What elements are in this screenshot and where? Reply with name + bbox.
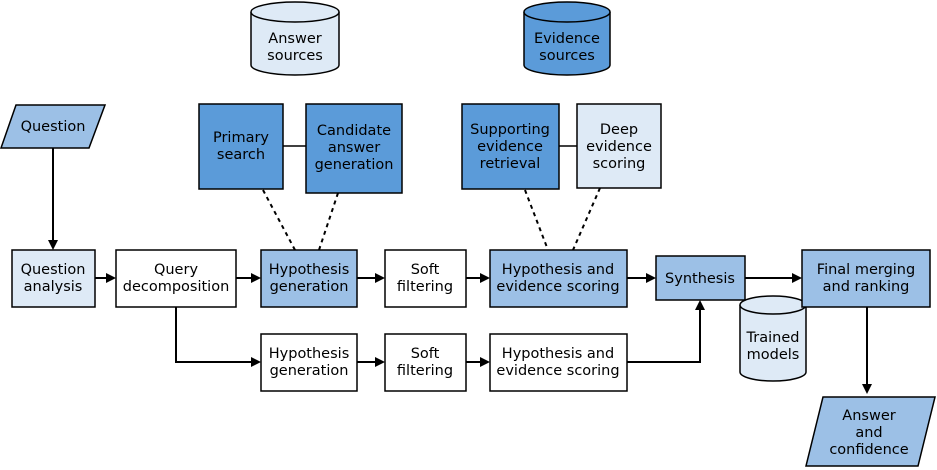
dashed-link-supporting	[524, 189, 549, 251]
primary-search-label-1: Primary	[213, 130, 269, 146]
hypothesis-generation-top-box: Hypothesis generation	[260, 249, 358, 308]
final-merging-ranking-label-2: and ranking	[823, 279, 910, 295]
soft-filtering-top-label-1: Soft	[411, 262, 440, 278]
deep-evidence-scoring-box: Deep evidence scoring	[576, 103, 662, 189]
primary-search-label-2: search	[217, 147, 265, 163]
final-merging-ranking-label-1: Final merging	[817, 262, 915, 278]
supporting-evidence-retrieval-label-3: retrieval	[480, 156, 541, 172]
candidate-answer-generation-label-2: answer	[328, 140, 380, 156]
candidate-answer-generation-label-3: generation	[315, 157, 394, 173]
supporting-evidence-retrieval-box: Supporting evidence retrieval	[461, 103, 560, 190]
question-analysis-box: Question analysis	[11, 249, 96, 308]
hypothesis-generation-top-label-2: generation	[270, 279, 349, 295]
soft-filtering-bottom-box: Soft filtering	[384, 333, 467, 392]
trained-models-label-2: models	[747, 347, 800, 363]
deep-evidence-scoring-label-1: Deep	[600, 122, 638, 138]
question-input: Question	[0, 104, 107, 149]
answer-confidence-label-1: Answer	[842, 408, 895, 424]
final-merging-ranking-box: Final merging and ranking	[801, 249, 931, 308]
question-analysis-label-1: Question	[21, 262, 86, 278]
question-input-label: Question	[21, 119, 86, 135]
trained-models-cylinder: Trained models	[739, 295, 807, 382]
soft-filtering-bottom-label-2: filtering	[397, 363, 453, 379]
query-decomposition-box: Query decomposition	[115, 249, 237, 308]
candidate-answer-generation-box: Candidate answer generation	[305, 103, 403, 194]
hypothesis-evidence-scoring-top-label-2: evidence scoring	[496, 279, 619, 295]
hypothesis-generation-bottom-label-2: generation	[270, 363, 349, 379]
deep-evidence-scoring-label-2: evidence	[586, 139, 652, 155]
answer-sources-cylinder: Answer sources	[250, 1, 340, 76]
soft-filtering-bottom-label-1: Soft	[411, 346, 440, 362]
evidence-sources-cylinder: Evidence sources	[523, 1, 611, 76]
trained-models-label-1: Trained	[746, 330, 800, 346]
dashed-link-candidate	[318, 192, 339, 251]
dashed-link-deep	[572, 187, 601, 251]
query-decomposition-label-1: Query	[154, 262, 198, 278]
connectors	[48, 145, 872, 394]
hypothesis-generation-bottom-box: Hypothesis generation	[260, 333, 358, 392]
soft-filtering-top-label-2: filtering	[397, 279, 453, 295]
question-analysis-label-2: analysis	[24, 279, 83, 295]
hypothesis-evidence-scoring-bottom-label-1: Hypothesis and	[502, 346, 614, 362]
answer-confidence-label-3: confidence	[829, 442, 908, 458]
synthesis-box: Synthesis	[655, 255, 746, 301]
query-decomposition-label-2: decomposition	[123, 279, 230, 295]
supporting-evidence-retrieval-label-1: Supporting	[470, 122, 550, 138]
hypothesis-generation-top-label-1: Hypothesis	[269, 262, 350, 278]
hypothesis-evidence-scoring-top-label-1: Hypothesis and	[502, 262, 614, 278]
evidence-sources-label-2: sources	[539, 48, 595, 64]
candidate-answer-generation-label-1: Candidate	[317, 123, 391, 139]
edge-scoring-bottom-to-synthesis	[627, 300, 705, 363]
hypothesis-evidence-scoring-top-box: Hypothesis and evidence scoring	[489, 249, 628, 308]
answer-confidence-output: Answer and confidence	[805, 396, 936, 467]
edge-decomposition-to-hypothesis-bottom	[175, 307, 261, 367]
synthesis-label: Synthesis	[665, 271, 735, 287]
dashed-link-primary	[262, 189, 296, 251]
answer-sources-label-2: sources	[267, 48, 323, 64]
primary-search-box: Primary search	[198, 103, 284, 190]
supporting-evidence-retrieval-label-2: evidence	[477, 139, 543, 155]
evidence-sources-label-1: Evidence	[534, 31, 600, 47]
answer-sources-label-1: Answer	[268, 31, 321, 47]
hypothesis-evidence-scoring-bottom-label-2: evidence scoring	[496, 363, 619, 379]
deep-evidence-scoring-label-3: scoring	[593, 156, 646, 172]
hypothesis-evidence-scoring-bottom-box: Hypothesis and evidence scoring	[489, 333, 628, 392]
answer-confidence-label-2: and	[855, 425, 882, 441]
hypothesis-generation-bottom-label-1: Hypothesis	[269, 346, 350, 362]
soft-filtering-top-box: Soft filtering	[384, 249, 467, 308]
